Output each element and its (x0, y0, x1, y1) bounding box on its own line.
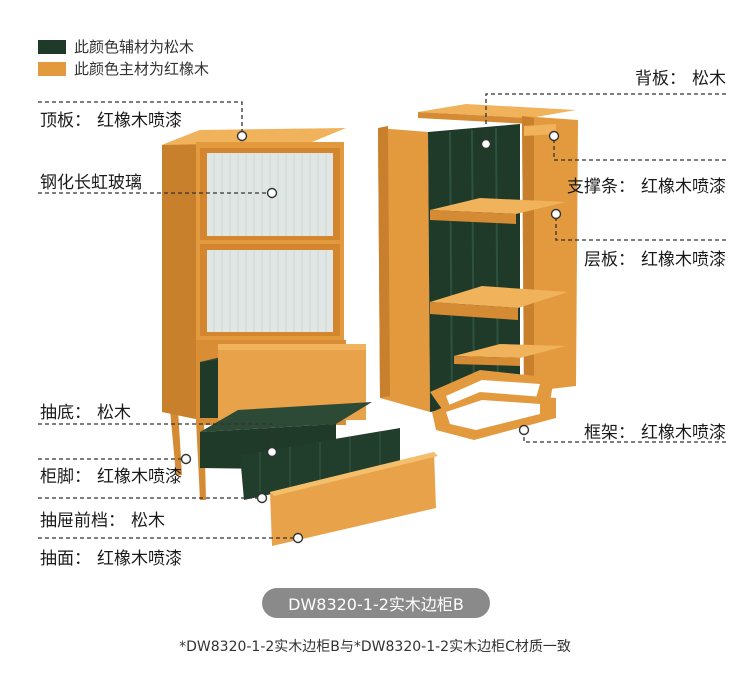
exploded-cabinet (378, 104, 578, 440)
top-board (162, 128, 346, 145)
legend-item-main: 此颜色主材为红橡木 (38, 58, 209, 79)
marker-drawer-front-stop (256, 492, 268, 504)
label-name: 柜脚： (40, 467, 91, 487)
marker-drawer-bottom (266, 446, 278, 458)
label-value: 红橡木喷漆 (97, 467, 182, 487)
label-value: 红橡木喷漆 (97, 111, 182, 131)
label-name: 支撑条： (567, 177, 635, 197)
label-value: 松木 (97, 403, 131, 423)
marker-back-board (480, 138, 492, 150)
marker-drawer-face (292, 532, 304, 544)
drawer-side (200, 360, 218, 418)
marker-frame (518, 424, 530, 436)
label-value: 红橡木喷漆 (641, 177, 726, 197)
label-name: 背板： (635, 69, 686, 89)
marker-glass (266, 187, 278, 199)
label-drawer-face: 抽面： 红橡木喷漆 (40, 544, 182, 569)
side-panel-left (378, 128, 430, 412)
label-drawer-bottom: 抽底： 松木 (40, 398, 131, 423)
pine-color-swatch (38, 39, 66, 54)
marker-shelf (550, 208, 562, 220)
assembled-cabinet (162, 128, 438, 546)
label-support-bar: 支撑条： 红橡木喷漆 (567, 172, 726, 197)
label-leg: 柜脚： 红橡木喷漆 (40, 462, 182, 487)
label-value: 松木 (692, 69, 726, 89)
label-value: 红橡木喷漆 (641, 250, 726, 270)
label-value: 红橡木喷漆 (97, 549, 182, 569)
marker-top-board (236, 130, 248, 142)
shelf-top (430, 198, 566, 214)
label-shelf: 层板： 红橡木喷漆 (584, 245, 726, 270)
marker-leg (180, 453, 192, 465)
label-name: 层板： (584, 250, 635, 270)
label-name: 钢化长虹玻璃 (40, 173, 142, 193)
label-name: 抽屉前档： (40, 511, 125, 531)
label-name: 抽底： (40, 403, 91, 423)
legend-text: 此颜色辅材为松木 (74, 38, 195, 56)
label-top-board: 顶板： 红橡木喷漆 (40, 106, 182, 131)
label-glass: 钢化长虹玻璃 (40, 168, 142, 193)
label-frame: 框架： 红橡木喷漆 (584, 418, 726, 443)
side-panel-right (522, 116, 578, 392)
legend-text: 此颜色主材为红橡木 (74, 60, 210, 78)
label-name: 框架： (584, 423, 635, 443)
label-name: 抽面： (40, 549, 91, 569)
shelf-middle (430, 286, 568, 308)
material-footnote: *DW8320-1-2实木边柜B与*DW8320-1-2实木边柜C材质一致 (179, 639, 571, 655)
label-value: 松木 (131, 511, 165, 531)
marker-support-bar (548, 130, 560, 142)
label-back-board: 背板： 松木 (635, 64, 726, 89)
label-drawer-front-stop: 抽屉前档： 松木 (40, 506, 165, 531)
oak-color-swatch (38, 61, 66, 76)
legend-item-auxiliary: 此颜色辅材为松木 (38, 36, 194, 57)
label-name: 顶板： (40, 111, 91, 131)
top-board-exploded (418, 104, 576, 118)
label-value: 红橡木喷漆 (641, 423, 726, 443)
shelf-lower (454, 344, 566, 358)
support-bar (524, 124, 556, 136)
cabinet-side-panel (162, 130, 200, 420)
model-name-badge: DW8320-1-2实木边柜B (262, 588, 490, 618)
drawer-face-2 (270, 452, 436, 546)
